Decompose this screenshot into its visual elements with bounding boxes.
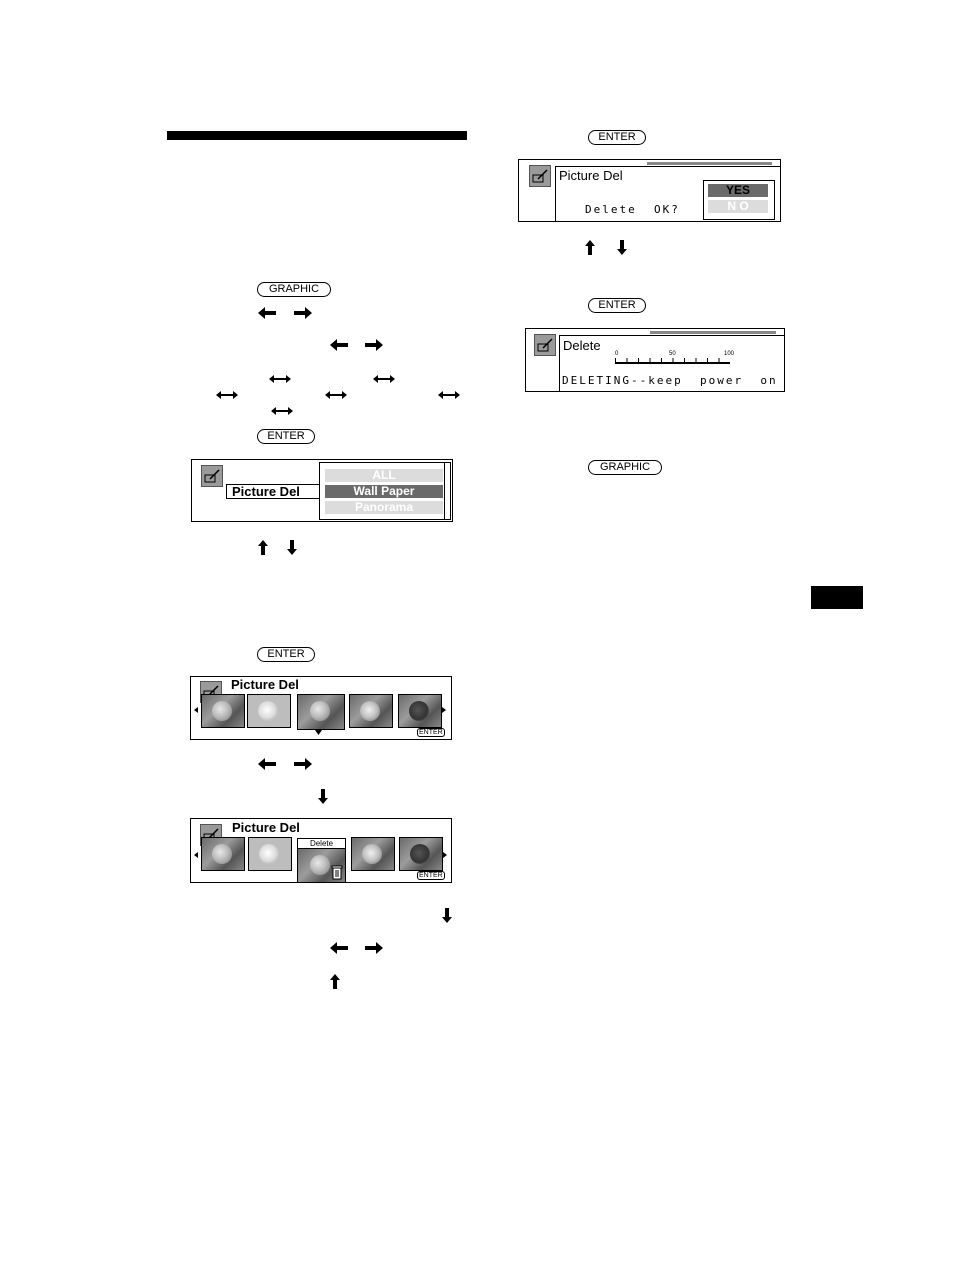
double-arrow-icon — [271, 407, 293, 415]
arrow-down-icon — [318, 789, 328, 804]
arrow-left-icon — [330, 339, 348, 351]
thumb-title: Picture Del — [232, 820, 300, 835]
menu-title-box: Picture Del — [226, 484, 320, 499]
enter-button[interactable]: ENTER — [588, 298, 646, 313]
option-list: ALL Wall Paper Panorama — [319, 462, 451, 520]
graphic-button[interactable]: GRAPHIC — [257, 282, 331, 297]
enter-button[interactable]: ENTER — [257, 647, 315, 662]
graphic-button[interactable]: GRAPHIC — [588, 460, 662, 475]
option-wall-paper[interactable]: Wall Paper — [325, 485, 443, 498]
down-marker-icon — [315, 730, 322, 735]
scroll-right-icon[interactable] — [443, 852, 447, 858]
progress-strip — [647, 162, 772, 165]
arrow-up-icon — [585, 240, 595, 255]
thumbnail[interactable] — [349, 694, 393, 728]
double-arrow-icon — [438, 391, 460, 399]
progress-scale — [615, 358, 730, 364]
thumbnail[interactable] — [297, 694, 345, 730]
scroll-left-icon[interactable] — [194, 707, 198, 713]
confirm-message: Delete OK? — [585, 203, 680, 216]
arrow-left-icon — [258, 758, 276, 770]
confirm-screen: Picture Del Delete OK? YES N O — [518, 159, 781, 222]
thumbnail-screen-2: Picture Del Delete ENTER — [190, 818, 452, 883]
trash-icon — [331, 865, 343, 880]
enter-badge: ENTER — [417, 871, 445, 880]
thumbnail[interactable] — [247, 694, 291, 728]
progress-title: Delete — [563, 338, 601, 353]
arrow-up-icon — [330, 974, 340, 989]
double-arrow-icon — [216, 391, 238, 399]
progress-message: DELETING--keep power on — [562, 374, 778, 387]
thumbnail-selected[interactable] — [297, 848, 346, 882]
thumbnail-screen-1: Picture Del ENTER — [190, 676, 452, 740]
arrow-down-icon — [442, 908, 452, 923]
arrow-right-icon — [294, 307, 312, 319]
arrow-right-icon — [365, 339, 383, 351]
confirm-title: Picture Del — [559, 168, 623, 183]
edit-icon — [529, 165, 551, 187]
yes-no-box: YES N O — [703, 180, 775, 220]
option-panorama[interactable]: Panorama — [325, 501, 443, 514]
menu-title: Picture Del — [232, 484, 300, 499]
double-arrow-icon — [325, 391, 347, 399]
thumbnail[interactable] — [399, 837, 443, 871]
enter-button[interactable]: ENTER — [588, 130, 646, 145]
double-arrow-icon — [269, 375, 291, 383]
arrow-right-icon — [294, 758, 312, 770]
thumbnail[interactable] — [398, 694, 442, 728]
edit-icon — [534, 334, 556, 356]
thumb-title: Picture Del — [231, 677, 299, 692]
progress-body — [559, 335, 784, 391]
enter-badge: ENTER — [417, 728, 445, 737]
scale-mid: 50 — [669, 351, 676, 357]
thumbnail[interactable] — [248, 837, 292, 871]
arrow-left-icon — [330, 942, 348, 954]
edit-icon — [201, 465, 223, 487]
arrow-left-icon — [258, 307, 276, 319]
scroll-left-icon[interactable] — [194, 852, 198, 858]
scrollbar[interactable] — [444, 463, 450, 519]
header-rule — [167, 131, 467, 140]
picture-del-menu-screen: Picture Del ALL Wall Paper Panorama — [191, 459, 453, 522]
scale-max: 100 — [724, 351, 735, 357]
section-tab — [811, 586, 863, 609]
arrow-down-icon — [617, 240, 627, 255]
thumbnail[interactable] — [201, 694, 245, 728]
enter-button[interactable]: ENTER — [257, 429, 315, 444]
scroll-right-icon[interactable] — [442, 707, 446, 713]
yes-option[interactable]: YES — [708, 184, 768, 197]
arrow-up-icon — [258, 540, 268, 555]
delete-progress-screen: Delete 0 50 100 DELETING--keep power on — [525, 328, 785, 392]
progress-strip — [650, 331, 776, 334]
no-option[interactable]: N O — [708, 200, 768, 213]
thumbnail[interactable] — [351, 837, 395, 871]
arrow-right-icon — [365, 942, 383, 954]
arrow-down-icon — [287, 540, 297, 555]
option-all[interactable]: ALL — [325, 469, 443, 482]
scale-min: 0 — [615, 351, 619, 357]
confirm-body — [555, 166, 780, 221]
double-arrow-icon — [373, 375, 395, 383]
thumbnail[interactable] — [201, 837, 245, 871]
